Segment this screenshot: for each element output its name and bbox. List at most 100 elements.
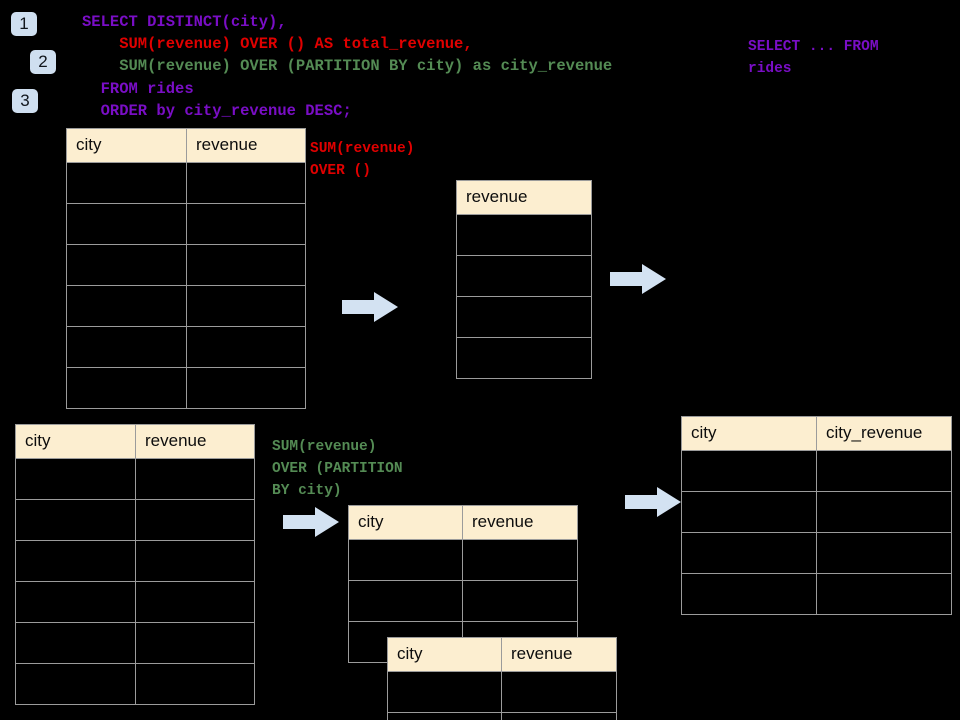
cell-revenue <box>456 296 592 338</box>
table-row <box>348 539 578 581</box>
cell-city <box>15 540 136 582</box>
cell-revenue <box>135 499 255 541</box>
table-row <box>681 573 952 615</box>
column-header-city: city <box>387 637 502 672</box>
table-rides-bottom: city revenue <box>15 424 255 705</box>
cell-city-revenue <box>816 491 952 533</box>
cell-revenue <box>135 540 255 582</box>
table-row <box>387 712 617 720</box>
cell-city <box>15 458 136 500</box>
cell-revenue <box>135 581 255 623</box>
cell-city <box>66 162 187 204</box>
column-header-revenue: revenue <box>135 424 255 459</box>
sql-line-from: FROM rides <box>82 80 194 98</box>
table-row <box>15 663 255 705</box>
arrow-right-icon <box>610 264 666 294</box>
step-badge-2: 2 <box>30 50 56 74</box>
step-badge-1: 1 <box>11 12 37 36</box>
cell-city <box>66 367 187 409</box>
cell-revenue <box>501 671 617 713</box>
sql-line-order-by: ORDER by city_revenue DESC; <box>82 102 352 120</box>
cell-revenue <box>135 663 255 705</box>
cell-revenue <box>186 203 306 245</box>
arrow-right-icon <box>625 487 681 517</box>
table-row <box>66 244 306 286</box>
table-row <box>681 450 952 492</box>
table-row <box>66 203 306 245</box>
column-header-city: city <box>15 424 136 459</box>
table-partition-front: city revenue <box>387 637 617 720</box>
cell-revenue <box>456 337 592 379</box>
sql-line-city-revenue: SUM(revenue) OVER (PARTITION BY city) as… <box>82 57 613 75</box>
cell-revenue <box>462 580 578 622</box>
column-header-revenue: revenue <box>186 128 306 163</box>
cell-city <box>15 581 136 623</box>
column-header-city-revenue: city_revenue <box>816 416 952 451</box>
table-header-row: revenue <box>456 180 592 215</box>
cell-city <box>15 622 136 664</box>
annotation-source: SELECT ... FROM rides <box>748 39 879 77</box>
cell-city <box>681 532 817 574</box>
table-row <box>681 491 952 533</box>
table-row <box>66 367 306 409</box>
cell-revenue <box>135 458 255 500</box>
step-badge-3: 3 <box>12 89 38 113</box>
table-row <box>15 499 255 541</box>
column-header-city: city <box>681 416 817 451</box>
cell-city <box>15 663 136 705</box>
cell-city <box>681 491 817 533</box>
table-row <box>456 337 592 379</box>
cell-city <box>15 499 136 541</box>
annotation-city-revenue: SUM(revenue) OVER (PARTITION BY city) <box>272 439 403 499</box>
cell-revenue <box>135 622 255 664</box>
cell-city <box>66 203 187 245</box>
column-header-revenue: revenue <box>456 180 592 215</box>
table-row <box>66 285 306 327</box>
annotation-total-revenue: SUM(revenue) OVER () <box>310 141 415 179</box>
cell-revenue <box>186 367 306 409</box>
table-header-row: city city_revenue <box>681 416 952 451</box>
cell-city <box>387 671 502 713</box>
column-header-revenue: revenue <box>501 637 617 672</box>
cell-revenue <box>186 285 306 327</box>
cell-city <box>66 244 187 286</box>
cell-city-revenue <box>816 532 952 574</box>
column-header-city: city <box>348 505 463 540</box>
table-row <box>348 580 578 622</box>
table-row <box>66 162 306 204</box>
cell-revenue <box>501 712 617 720</box>
table-row <box>15 581 255 623</box>
cell-revenue <box>462 539 578 581</box>
cell-city-revenue <box>816 450 952 492</box>
table-header-row: city revenue <box>15 424 255 459</box>
table-row <box>15 458 255 500</box>
table-row <box>456 296 592 338</box>
table-total-revenue: revenue <box>456 180 592 379</box>
table-row <box>387 671 617 713</box>
cell-city <box>66 285 187 327</box>
cell-city <box>348 539 463 581</box>
cell-city <box>681 573 817 615</box>
cell-city <box>387 712 502 720</box>
column-header-revenue: revenue <box>462 505 578 540</box>
cell-revenue <box>456 255 592 297</box>
table-header-row: city revenue <box>348 505 578 540</box>
cell-city-revenue <box>816 573 952 615</box>
cell-city <box>66 326 187 368</box>
table-row <box>681 532 952 574</box>
column-header-city: city <box>66 128 187 163</box>
cell-revenue <box>186 244 306 286</box>
table-header-row: city revenue <box>66 128 306 163</box>
table-row <box>66 326 306 368</box>
cell-revenue <box>186 162 306 204</box>
sql-line-select: SELECT DISTINCT(city), <box>82 13 287 31</box>
cell-city <box>348 580 463 622</box>
cell-city <box>681 450 817 492</box>
table-result: city city_revenue <box>681 416 952 615</box>
table-row <box>456 255 592 297</box>
table-rides-top: city revenue <box>66 128 306 409</box>
cell-revenue <box>186 326 306 368</box>
table-row <box>456 214 592 256</box>
arrow-right-icon <box>342 292 398 322</box>
